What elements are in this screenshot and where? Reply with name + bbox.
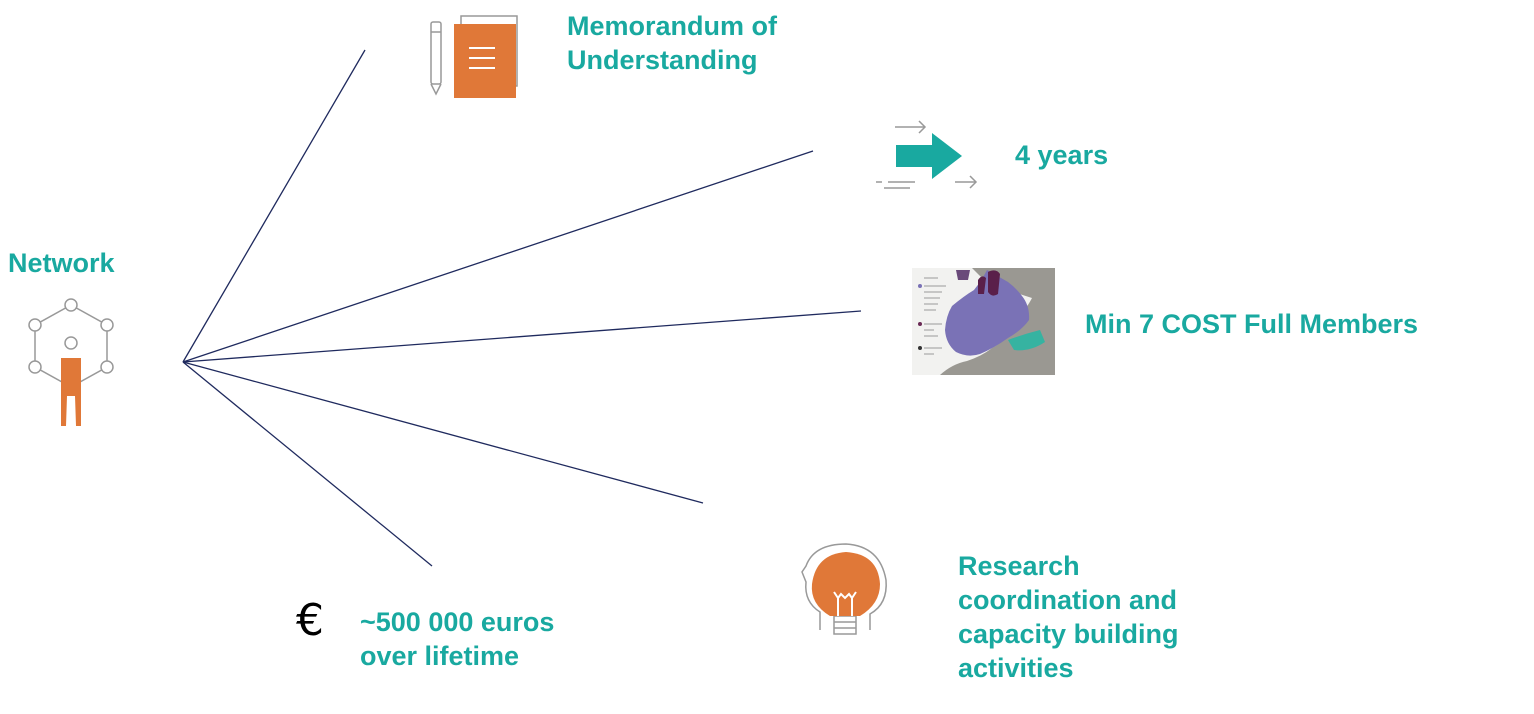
head-lightbulb-icon	[801, 543, 887, 635]
budget-label-line-2: over lifetime	[360, 641, 520, 671]
europe-map-icon	[912, 268, 1055, 375]
activities-label-line-3: capacity building	[958, 619, 1179, 649]
activities-label-line-4: activities	[958, 653, 1074, 683]
connector-line-mou	[182, 49, 366, 363]
connector-line-activities	[182, 361, 704, 504]
mou-label-line-2: Understanding	[567, 45, 758, 75]
members-label: Min 7 COST Full Members	[1085, 309, 1419, 339]
mou-label: Memorandum of Understanding	[567, 9, 777, 77]
activities-label: Research coordination and capacity build…	[958, 549, 1179, 685]
activities-label-line-2: coordination and	[958, 585, 1177, 615]
duration-label: 4 years	[1015, 140, 1109, 170]
connector-line-duration	[182, 150, 814, 363]
activities-label-line-1: Research	[958, 551, 1080, 581]
document-pencil-icon	[430, 15, 518, 98]
euro-icon: €	[296, 595, 324, 646]
budget-label-line-1: ~500 000 euros	[360, 607, 555, 637]
connector-line-budget	[182, 361, 433, 567]
arrow-right-icon	[876, 120, 978, 189]
network-label: Network	[8, 248, 115, 278]
budget-label: ~500 000 euros over lifetime	[360, 605, 554, 673]
mou-label-line-1: Memorandum of	[567, 11, 778, 41]
network-person-icon	[28, 298, 114, 426]
connector-line-members	[182, 310, 862, 363]
